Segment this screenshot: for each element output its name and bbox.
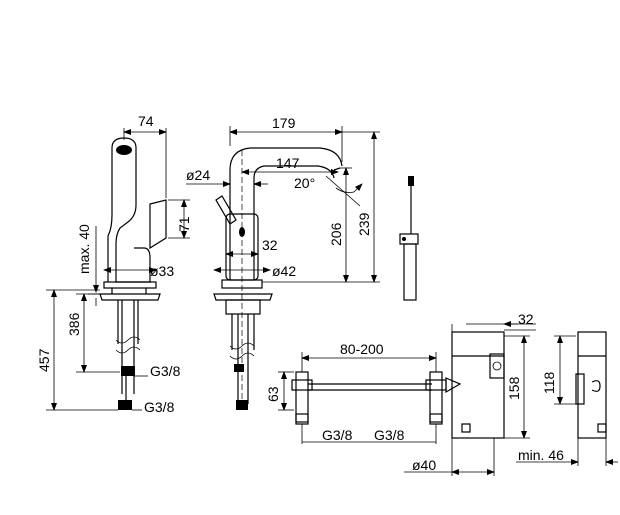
dim-158: 158 (506, 376, 522, 400)
dim-32-spout: 32 (262, 237, 278, 253)
dim-147: 147 (276, 155, 300, 171)
dim-d42: ø42 (272, 263, 296, 279)
dim-386: 386 (66, 312, 82, 336)
dim-min-46: min. 46 (518, 447, 564, 463)
dim-206: 206 (328, 222, 344, 246)
label-g38-a: G3/8 (150, 363, 181, 379)
dim-63: 63 (265, 386, 281, 402)
dim-angle: 20° (294, 175, 315, 191)
sensor-unit (399, 176, 419, 301)
faucet-side-view (99, 137, 167, 410)
dim-457: 457 (36, 348, 52, 372)
dim-118: 118 (541, 371, 557, 394)
dim-71: 71 (176, 216, 192, 232)
dim-max-40: max. 40 (76, 224, 92, 274)
dim-d33: ø33 (150, 263, 174, 279)
dim-179: 179 (272, 115, 296, 131)
label-g38-c: G3/8 (322, 427, 353, 443)
dim-74: 74 (138, 113, 154, 129)
faucet-front-view (213, 147, 343, 410)
control-box-front (451, 331, 505, 439)
label-g38-d: G3/8 (374, 427, 405, 443)
connection-pipe (291, 371, 462, 425)
dim-d40: ø40 (412, 457, 436, 473)
label-g38-b: G3/8 (144, 399, 175, 415)
dim-239: 239 (356, 212, 372, 236)
dim-d24: ø24 (186, 167, 210, 183)
control-box-side (575, 331, 607, 439)
dim-32-box: 32 (518, 311, 534, 327)
dim-range: 80-200 (340, 341, 384, 357)
